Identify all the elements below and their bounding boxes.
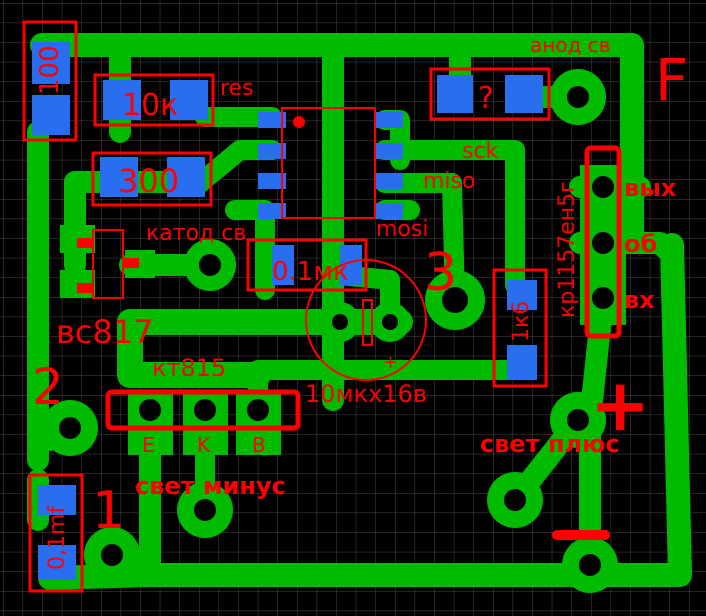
label-r1k6: 1к6 [509, 301, 534, 342]
label-light-plus: свет плюс [480, 430, 620, 458]
label-electrolytic: 10мкх16в [305, 380, 427, 408]
label-collector: K [197, 433, 211, 457]
label-emitter: E [142, 433, 155, 457]
label-plus-small: + [383, 352, 398, 373]
label-regulator: кр1157ен5г [555, 181, 580, 318]
label-kt815: кт815 [152, 354, 226, 382]
label-common: об [624, 230, 657, 258]
label-light-minus: свет минус [135, 472, 286, 500]
silkscreen-labels: 100 10к res 300 ? анод св F sck miso mos… [32, 33, 688, 570]
label-bc817: вс817 [56, 313, 154, 351]
minus-sign [552, 530, 610, 540]
pin1-marker [293, 116, 305, 128]
label-out: вых [624, 174, 677, 202]
label-sck: sck [462, 139, 499, 164]
label-res: res [220, 76, 254, 101]
label-one: 1 [92, 481, 125, 541]
label-r10k: 10к [122, 88, 178, 123]
label-r300: 300 [118, 162, 179, 200]
label-miso: miso [423, 169, 475, 194]
label-unknown: ? [478, 81, 494, 116]
label-mosi: mosi [376, 217, 428, 242]
smd-pads [32, 42, 543, 580]
label-two: 2 [32, 358, 64, 416]
label-corner-f: F [655, 46, 688, 114]
label-cap-01mf: 0,1mf [45, 505, 70, 570]
label-plus: + [590, 363, 650, 447]
label-c01: 0.1мк [272, 257, 349, 287]
silkscreen-outlines [22, 20, 622, 593]
label-base: B [252, 433, 266, 457]
label-anode: анод св [530, 33, 611, 57]
label-in: вх [624, 286, 655, 314]
label-r100: 100 [35, 45, 65, 95]
label-cathode: катод св [146, 221, 246, 246]
label-three: 3 [424, 243, 457, 303]
